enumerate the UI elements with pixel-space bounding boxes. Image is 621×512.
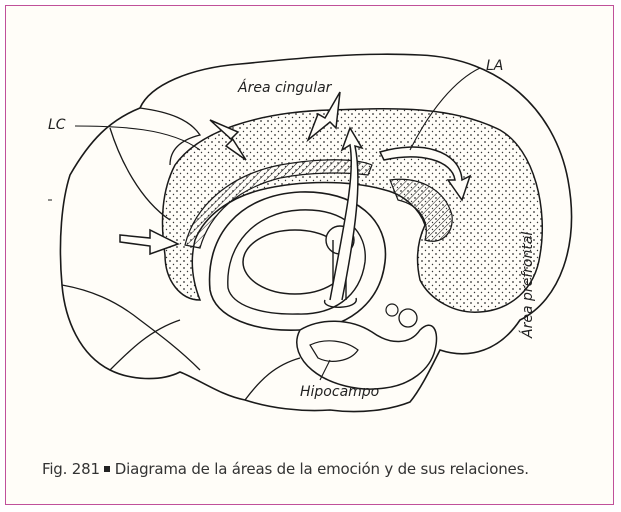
label-la: LA [486,58,503,74]
figure-caption: Fig. 281 Diagrama de la áreas de la emoci… [42,460,529,478]
label-area-cingular: Área cingular [238,80,331,96]
label-hipocampo: Hipocampo [300,384,379,400]
amygdala [399,309,417,327]
label-area-prefrontal: Área prefrontal [520,232,536,338]
caption-bullet [104,466,110,472]
caption-text: Diagrama de la áreas de la emoción y de … [115,460,529,478]
caption-number: Fig. 281 [42,460,100,478]
amygdala-2 [386,304,398,316]
label-lc: LC [48,117,66,133]
